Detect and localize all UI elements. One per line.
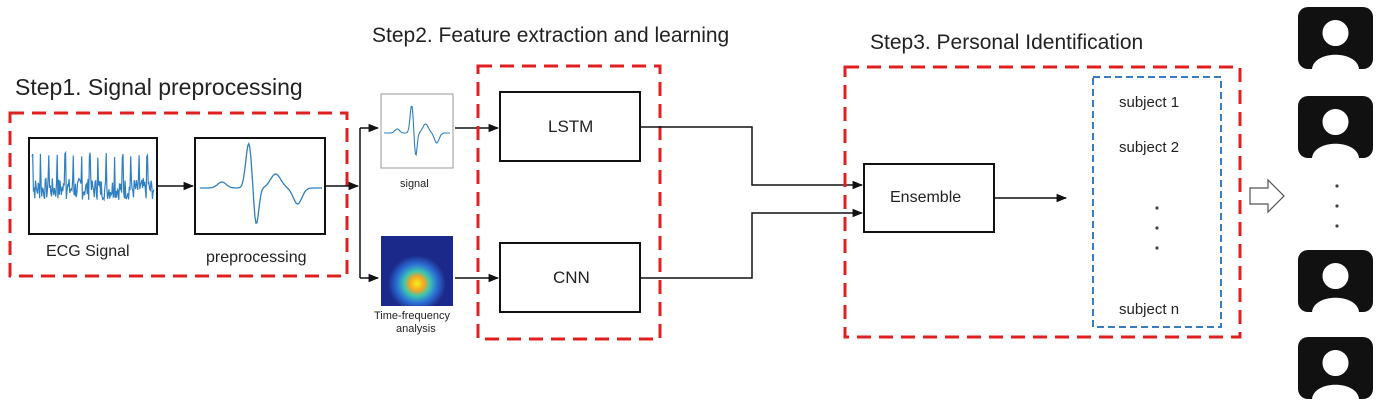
step2-dashed-box (476, 64, 662, 341)
tf-label-line2: analysis (396, 323, 436, 335)
arrow-right-hollow-icon (1249, 178, 1285, 214)
ensemble-box (863, 163, 995, 233)
step3-dashed-box (843, 65, 1242, 339)
ensemble-label: Ensemble (890, 189, 962, 206)
step3-title: Step3. Personal Identification (870, 31, 1144, 54)
person-icon (1298, 7, 1373, 69)
signal-thumbnail-trace (384, 105, 450, 156)
cnn-box (499, 242, 641, 313)
subject-item: subject 1 (1119, 94, 1180, 111)
signal-label: signal (400, 178, 429, 190)
arrow-cnn-to-ensemble (641, 208, 864, 279)
preprocessing-label: preprocessing (206, 249, 307, 266)
signal-thumbnail (380, 93, 454, 169)
ellipsis-dot (1335, 204, 1339, 208)
cnn-label: CNN (553, 268, 590, 287)
step2-title: Step2. Feature extraction and learning (372, 24, 730, 47)
ellipsis-dot (1335, 224, 1339, 228)
person-icon (1298, 250, 1373, 312)
ellipsis-dot (1335, 184, 1339, 188)
lstm-label: LSTM (548, 117, 594, 136)
subject-item: subject n (1119, 301, 1180, 318)
ellipsis-dot (1155, 206, 1159, 210)
ellipsis-dot (1155, 226, 1159, 230)
person-icon (1298, 96, 1373, 158)
ecg-signal-label: ECG Signal (46, 243, 130, 260)
ellipsis-dot (1155, 246, 1159, 250)
preprocessed-beat-trace (200, 141, 322, 224)
tf-label-line1: Time-frequency (374, 310, 451, 322)
subjects-dashed-box (1092, 76, 1222, 328)
step1-title: Step1. Signal preprocessing (15, 74, 303, 100)
arrow-lstm-to-ensemble (641, 126, 864, 190)
person-icon (1298, 337, 1373, 399)
step1-dashed-box (8, 111, 349, 278)
lstm-box (499, 91, 641, 162)
subject-item: subject 2 (1119, 139, 1180, 156)
preprocessing-box (194, 137, 326, 235)
tf-thumbnail (381, 236, 453, 306)
ecg-signal-trace (31, 150, 155, 202)
